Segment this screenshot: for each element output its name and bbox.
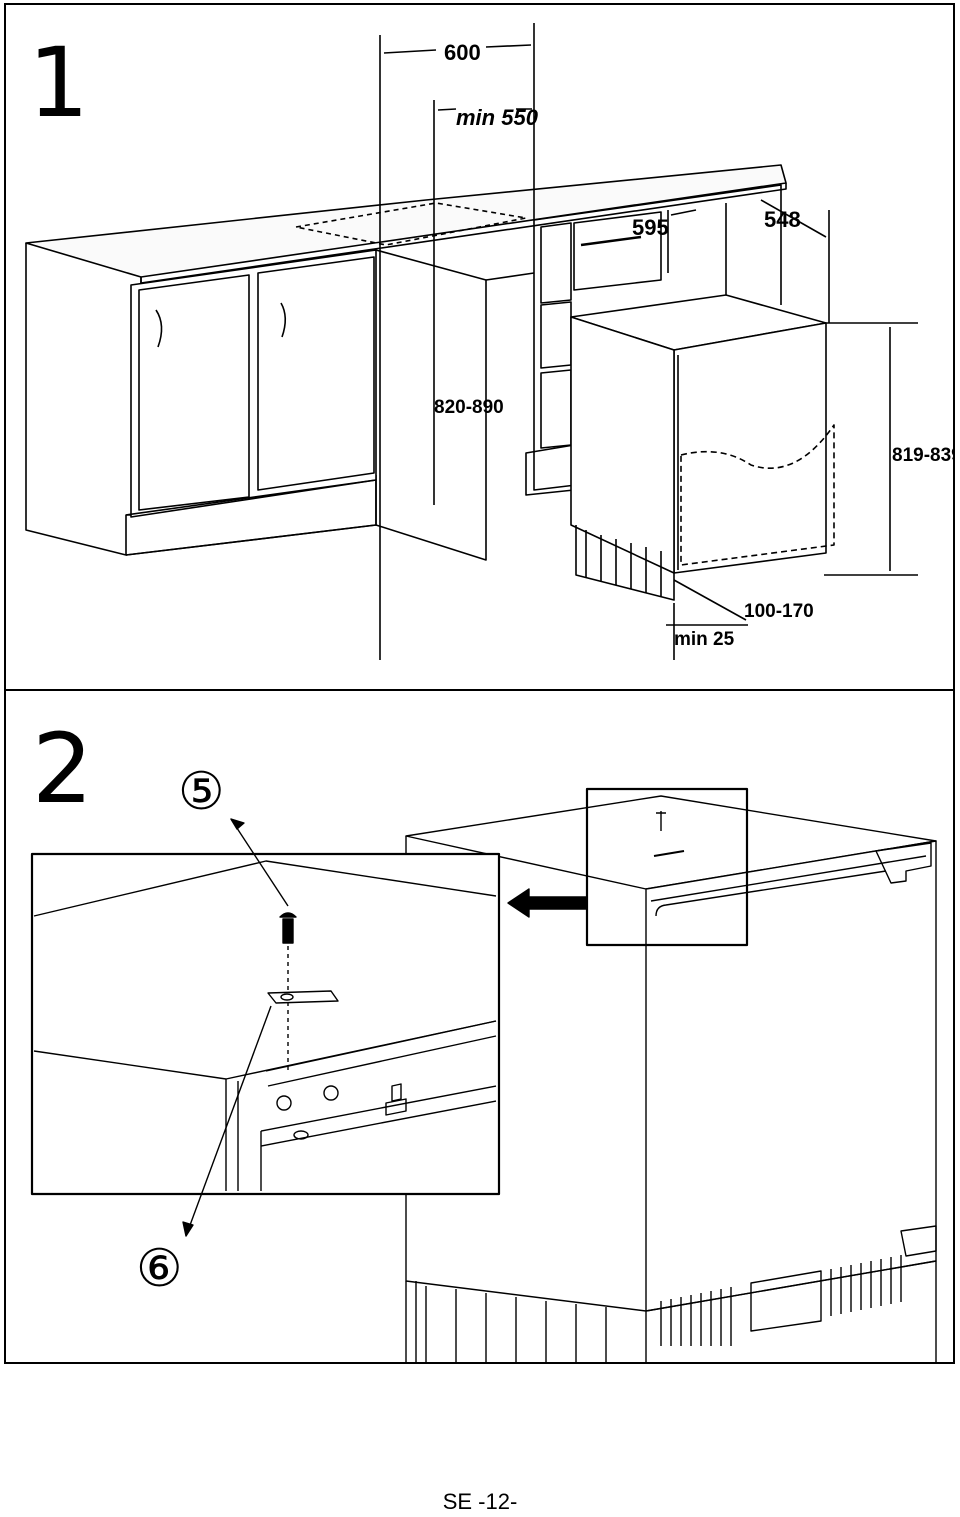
step-2-panel: 2 xyxy=(4,689,955,1364)
page-footer: SE -12- xyxy=(442,1489,518,1514)
dim-appliance-width: 595 xyxy=(632,215,669,240)
dim-plinth: 100-170 xyxy=(744,601,814,622)
callout-bracket-6: ⑥ xyxy=(136,1239,183,1299)
dim-min-gap: min 25 xyxy=(674,629,735,650)
dim-cabinet-height: 820-890 xyxy=(434,397,504,418)
dim-width-total: 600 xyxy=(444,40,481,65)
dim-appliance-depth: 548 xyxy=(764,207,801,232)
callout-screw-5: ⑤ xyxy=(178,762,225,822)
dim-width-min: min 550 xyxy=(456,105,539,130)
step-2-illustration: ⑤ ⑥ xyxy=(30,762,937,1362)
dim-appliance-height: 819-839 xyxy=(892,445,955,466)
step-1-number: 1 xyxy=(28,27,90,139)
step-1-illustration: 600 min 550 820-890 595 548 819-839 100-… xyxy=(25,23,955,660)
step-1-panel: 1 xyxy=(4,3,955,691)
step-2-number: 2 xyxy=(32,713,94,825)
